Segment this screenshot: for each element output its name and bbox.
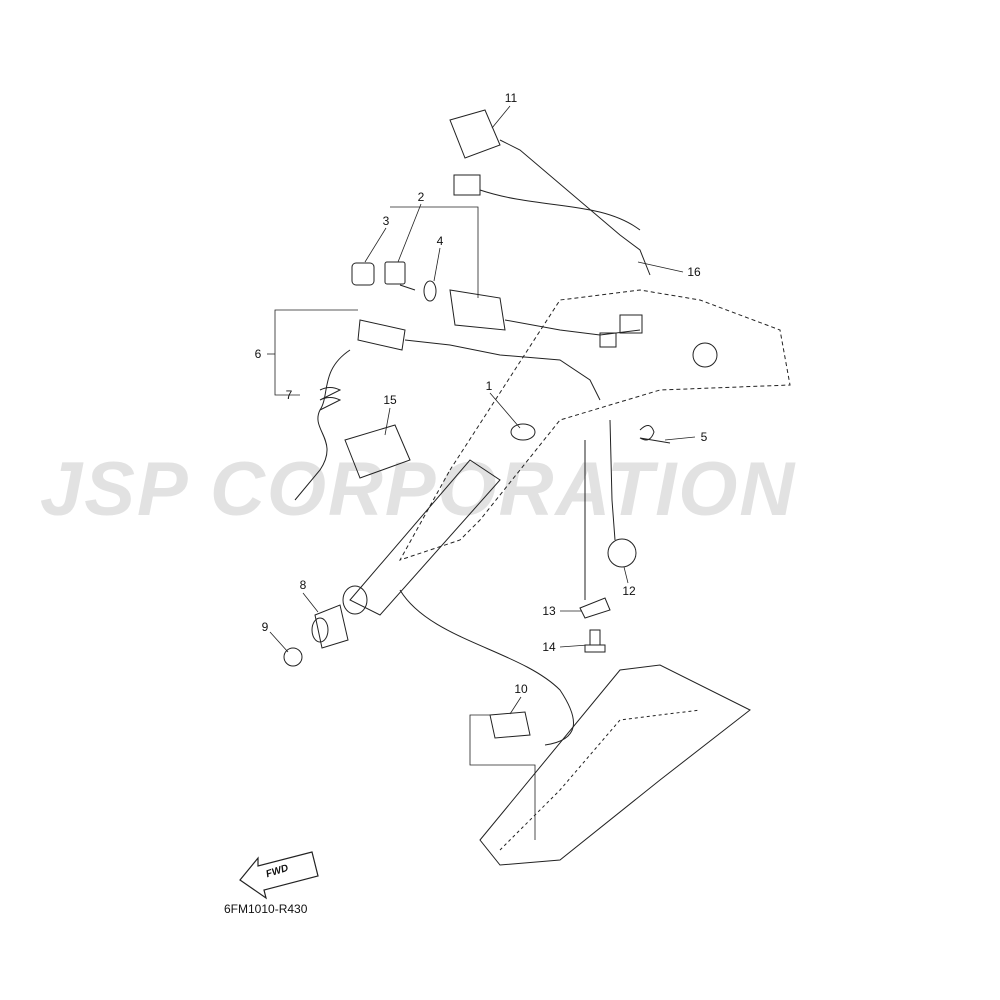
callout-7: 7 — [285, 388, 293, 402]
part-6-stop-switch — [357, 319, 406, 351]
callout-12: 12 — [622, 584, 636, 598]
callout-6: 6 — [254, 347, 262, 361]
callout-5: 5 — [700, 430, 708, 444]
callout-4: 4 — [436, 234, 444, 248]
watermark: JSP CORPORATION — [40, 447, 797, 532]
tiller-bracket — [398, 289, 791, 561]
callout-2: 2 — [417, 190, 425, 204]
part-12-buzzer — [607, 538, 637, 568]
part-10-connector — [489, 711, 531, 739]
part-14-screw — [584, 629, 606, 653]
part-7-lanyard — [294, 349, 351, 501]
tiller-arm — [349, 459, 501, 616]
callout-13: 13 — [542, 604, 556, 618]
callout-3: 3 — [382, 214, 390, 228]
part-11-plug — [453, 174, 481, 196]
part-5-clip — [639, 425, 671, 444]
callout-16: 16 — [687, 265, 701, 279]
callout-9: 9 — [261, 620, 269, 634]
callout-11: 11 — [504, 91, 518, 105]
fwd-arrow-icon — [239, 851, 319, 900]
callout-15: 15 — [383, 393, 397, 407]
part-4 — [423, 280, 437, 302]
part-1-clamp — [510, 423, 536, 441]
diagram-code: 6FM1010-R430 — [224, 902, 308, 916]
bottom-cowl — [479, 664, 751, 866]
part-9-screw — [283, 647, 303, 667]
switch-body — [449, 289, 506, 331]
part-11-connector — [449, 109, 501, 159]
callout-14: 14 — [542, 640, 556, 654]
part-15-grip — [344, 424, 411, 479]
part-2 — [384, 261, 406, 285]
callout-8: 8 — [299, 578, 307, 592]
tiller-end — [342, 585, 368, 615]
part-3 — [351, 262, 375, 286]
part-13-plate — [579, 597, 611, 619]
callout-1: 1 — [485, 379, 493, 393]
part-8-cap — [314, 604, 349, 649]
callout-10: 10 — [514, 682, 528, 696]
pivot-bolt — [692, 342, 718, 368]
